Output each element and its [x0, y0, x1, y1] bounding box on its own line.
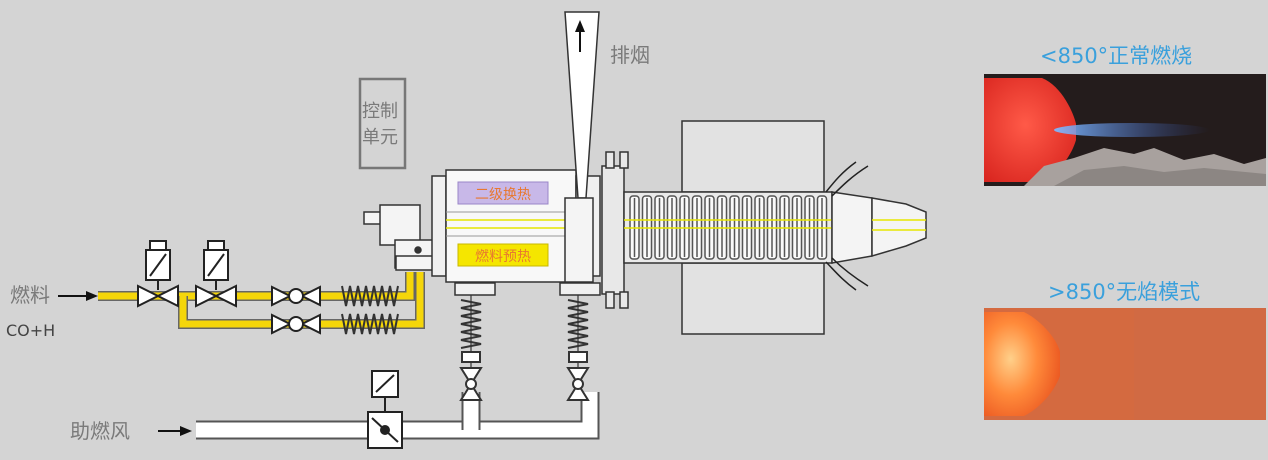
flameless-mode-caption: >850°无焰模式 [1048, 280, 1201, 304]
exhaust-stack [564, 11, 600, 283]
fuel-bellows-lower [341, 313, 399, 335]
flue-gas-arrows [825, 161, 869, 291]
normal-combustion-caption: <850°正常燃烧 [1040, 44, 1193, 68]
recuperator-tube [623, 191, 833, 264]
air-valve-left [459, 351, 483, 401]
burner-nozzle [831, 191, 927, 264]
fuel-input-arrow-icon [58, 291, 98, 301]
burner-actuator [363, 204, 441, 271]
air-bellows-left [460, 299, 482, 349]
control-unit-label-line2: 单元 [362, 127, 398, 148]
fuel-ball-valve-upper [271, 285, 321, 307]
air-bellows-right [567, 299, 589, 349]
air-valve-right [566, 351, 590, 401]
furnace-wall-upper [681, 120, 825, 193]
fuel-bellows-upper [341, 285, 399, 307]
combustion-air-label: 助燃风 [70, 419, 130, 443]
normal-combustion-photo [984, 74, 1266, 186]
secondary-heat-exchange-box [457, 181, 549, 205]
exhaust-label: 排烟 [610, 43, 650, 67]
flameless-mode-photo [984, 308, 1266, 420]
fuel-solenoid-valve-2 [195, 240, 237, 308]
control-unit-box [358, 77, 407, 170]
burner-flange [601, 151, 629, 309]
control-unit-label-line1: 控制 [362, 101, 398, 122]
secondary-heat-exchange-label: 二级换热 [475, 186, 531, 203]
fuel-label: 燃料 [10, 283, 50, 307]
fuel-solenoid-valve-1 [137, 240, 179, 308]
fuel-ball-valve-lower [271, 313, 321, 335]
furnace-wall-lower [681, 262, 825, 335]
fuel-preheat-label: 燃料预热 [475, 248, 531, 265]
exhaust-up-arrow-icon [575, 20, 585, 32]
air-damper [367, 370, 403, 449]
fuel-preheat-box [457, 243, 549, 267]
fuel-formula-label: CO+H [6, 321, 55, 340]
air-input-arrow-icon [158, 426, 192, 436]
